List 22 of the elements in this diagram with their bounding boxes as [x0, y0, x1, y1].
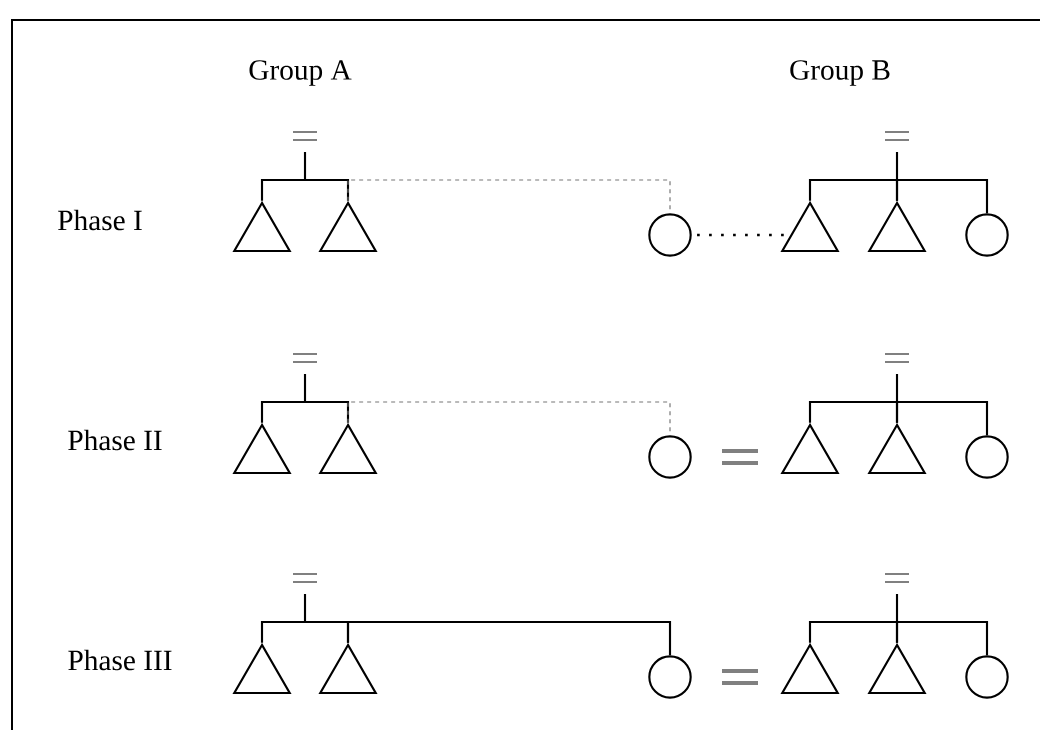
female-symbol [965, 655, 1009, 699]
female-symbol [965, 435, 1009, 479]
group-label: Group A [249, 60, 352, 86]
sibling-line [895, 400, 989, 436]
sibling-line [808, 620, 899, 643]
sibling-line [895, 178, 989, 214]
phase-label: Phase III [68, 649, 172, 671]
female-symbol [648, 655, 692, 699]
sibling-line [808, 400, 899, 423]
female-symbol [965, 213, 1009, 257]
sibling-line [895, 620, 989, 656]
sibling-line [260, 620, 350, 643]
sibling-line [808, 178, 899, 201]
female-symbol [648, 435, 692, 479]
sibling-line [260, 400, 350, 423]
group-label: Group B [790, 60, 890, 86]
female-symbol [648, 213, 692, 257]
sibling-line [346, 620, 672, 656]
kinship-line [697, 233, 785, 237]
phase-label: Phase I [58, 209, 142, 231]
phase-label: Phase II [68, 429, 162, 451]
sibling-line [260, 178, 350, 201]
